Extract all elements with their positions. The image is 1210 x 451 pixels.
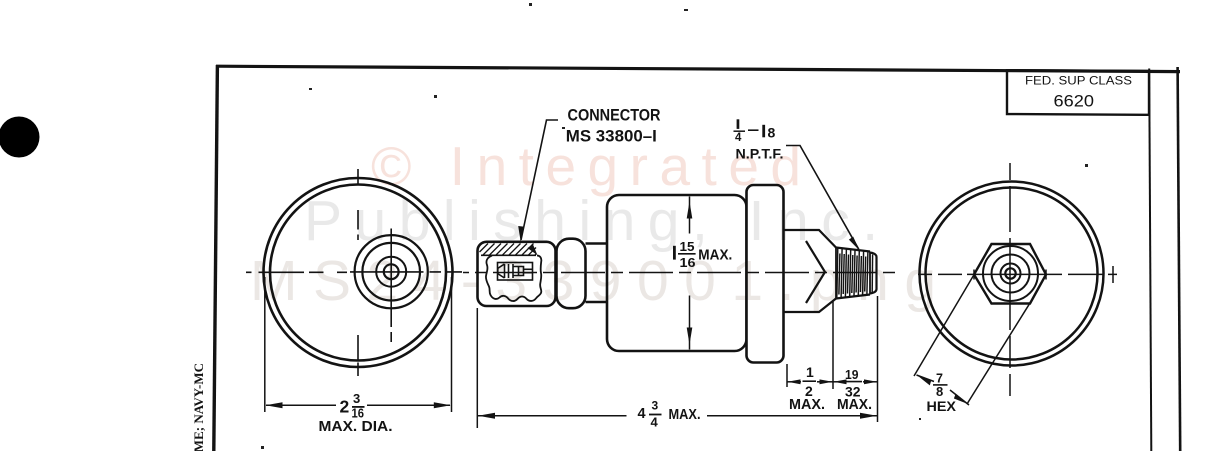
svg-text:2: 2 (805, 383, 813, 399)
svg-text:19: 19 (845, 367, 859, 382)
svg-text:MAX.: MAX. (789, 397, 825, 413)
svg-text:MAX.: MAX. (669, 406, 701, 423)
svg-text:MAX. DIA.: MAX. DIA. (319, 418, 393, 435)
svg-text:CONNECTOR: CONNECTOR (568, 107, 661, 125)
svg-text:8: 8 (768, 124, 776, 140)
svg-text:16: 16 (680, 256, 696, 270)
svg-text:4: 4 (638, 406, 646, 422)
svg-text:MS24-339001.png: MS24-339001.png (250, 249, 952, 313)
svg-text:1: 1 (806, 364, 814, 380)
svg-text:3: 3 (353, 391, 360, 406)
svg-text:2: 2 (340, 397, 350, 417)
svg-text:MAX.: MAX. (837, 397, 872, 413)
svg-text:6620: 6620 (1054, 91, 1095, 110)
svg-text:Publishing, Inc.: Publishing, Inc. (304, 189, 891, 253)
svg-text:4: 4 (735, 132, 742, 144)
svg-text:16: 16 (352, 405, 365, 420)
svg-text:4: 4 (651, 415, 659, 430)
svg-text:N.P.T.F.: N.P.T.F. (736, 146, 784, 162)
svg-text:HEX: HEX (927, 398, 957, 414)
svg-text:8: 8 (936, 384, 943, 399)
svg-text:32: 32 (845, 385, 861, 400)
svg-text:7: 7 (936, 372, 943, 386)
svg-text:ME; NAVY-MC: ME; NAVY-MC (191, 363, 206, 451)
svg-text:15: 15 (680, 240, 695, 254)
svg-text:MAX.: MAX. (698, 247, 732, 264)
svg-text:© Integrated: © Integrated (371, 135, 813, 197)
svg-text:MS 33800–I: MS 33800–I (566, 127, 657, 145)
svg-text:FED. SUP CLASS: FED. SUP CLASS (1025, 75, 1132, 87)
svg-text:3: 3 (652, 399, 659, 413)
